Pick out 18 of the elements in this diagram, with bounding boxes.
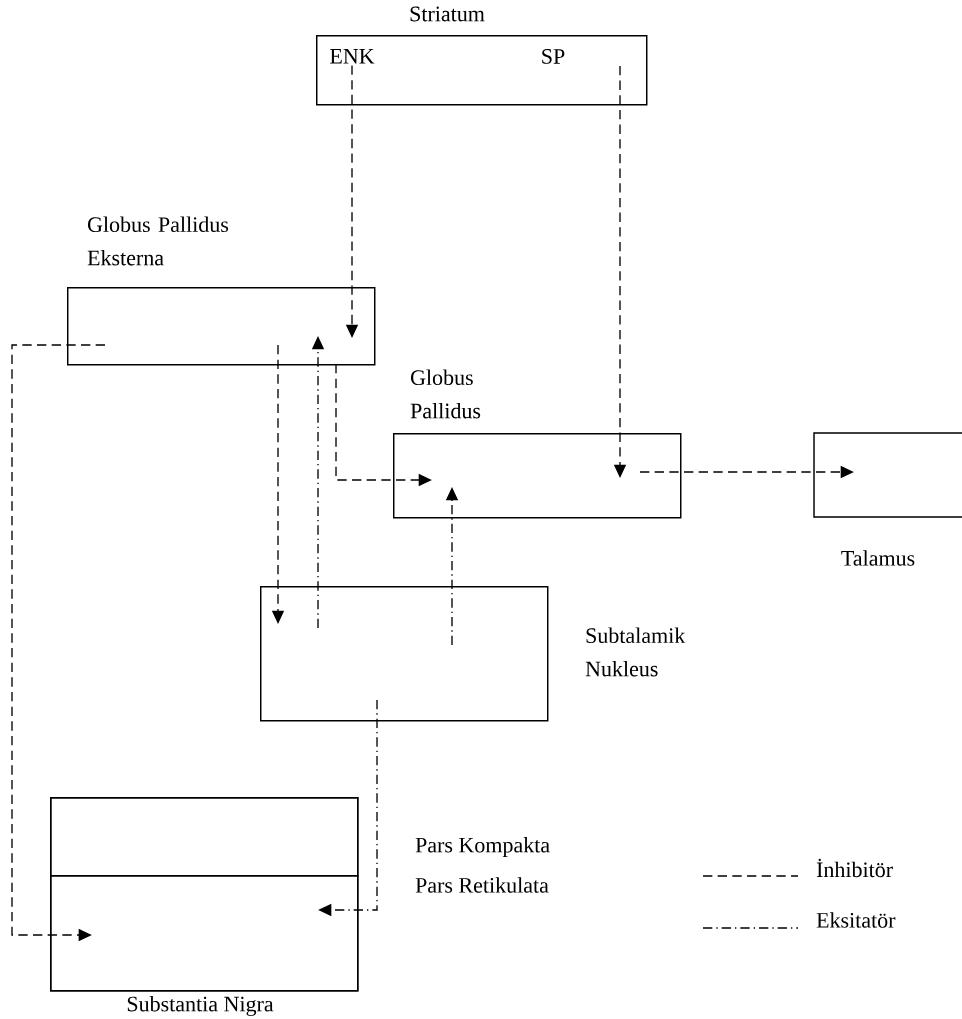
legend-label: Eksitatör [816,912,896,928]
region-box: Pars Retikulata [50,875,549,992]
node-label: Striatum [410,6,485,22]
node-label: Pars Kompakta [415,837,550,857]
node-label: Pars Retikulata [415,877,549,893]
legend-label: İnhibitör [816,858,893,878]
node-label: Subtalamik Nukleus [585,627,686,677]
region-box: Globus Pallidus Eksterna [67,216,376,366]
node-label: Substantia Nigra [127,996,274,1017]
region-box: Talamus [813,432,962,566]
pathway-label: ENK [330,49,375,64]
arrow [318,699,378,917]
region-box: Pars Kompakta [50,797,550,877]
region-box: Subtalamik Nukleus [260,586,686,722]
node-label: Globus Pallidus Eksterna [87,216,229,266]
pathway-label: SP [542,49,565,64]
region-box: Globus Pallidus [393,369,682,519]
node-label: Globus Pallidus [410,369,481,419]
